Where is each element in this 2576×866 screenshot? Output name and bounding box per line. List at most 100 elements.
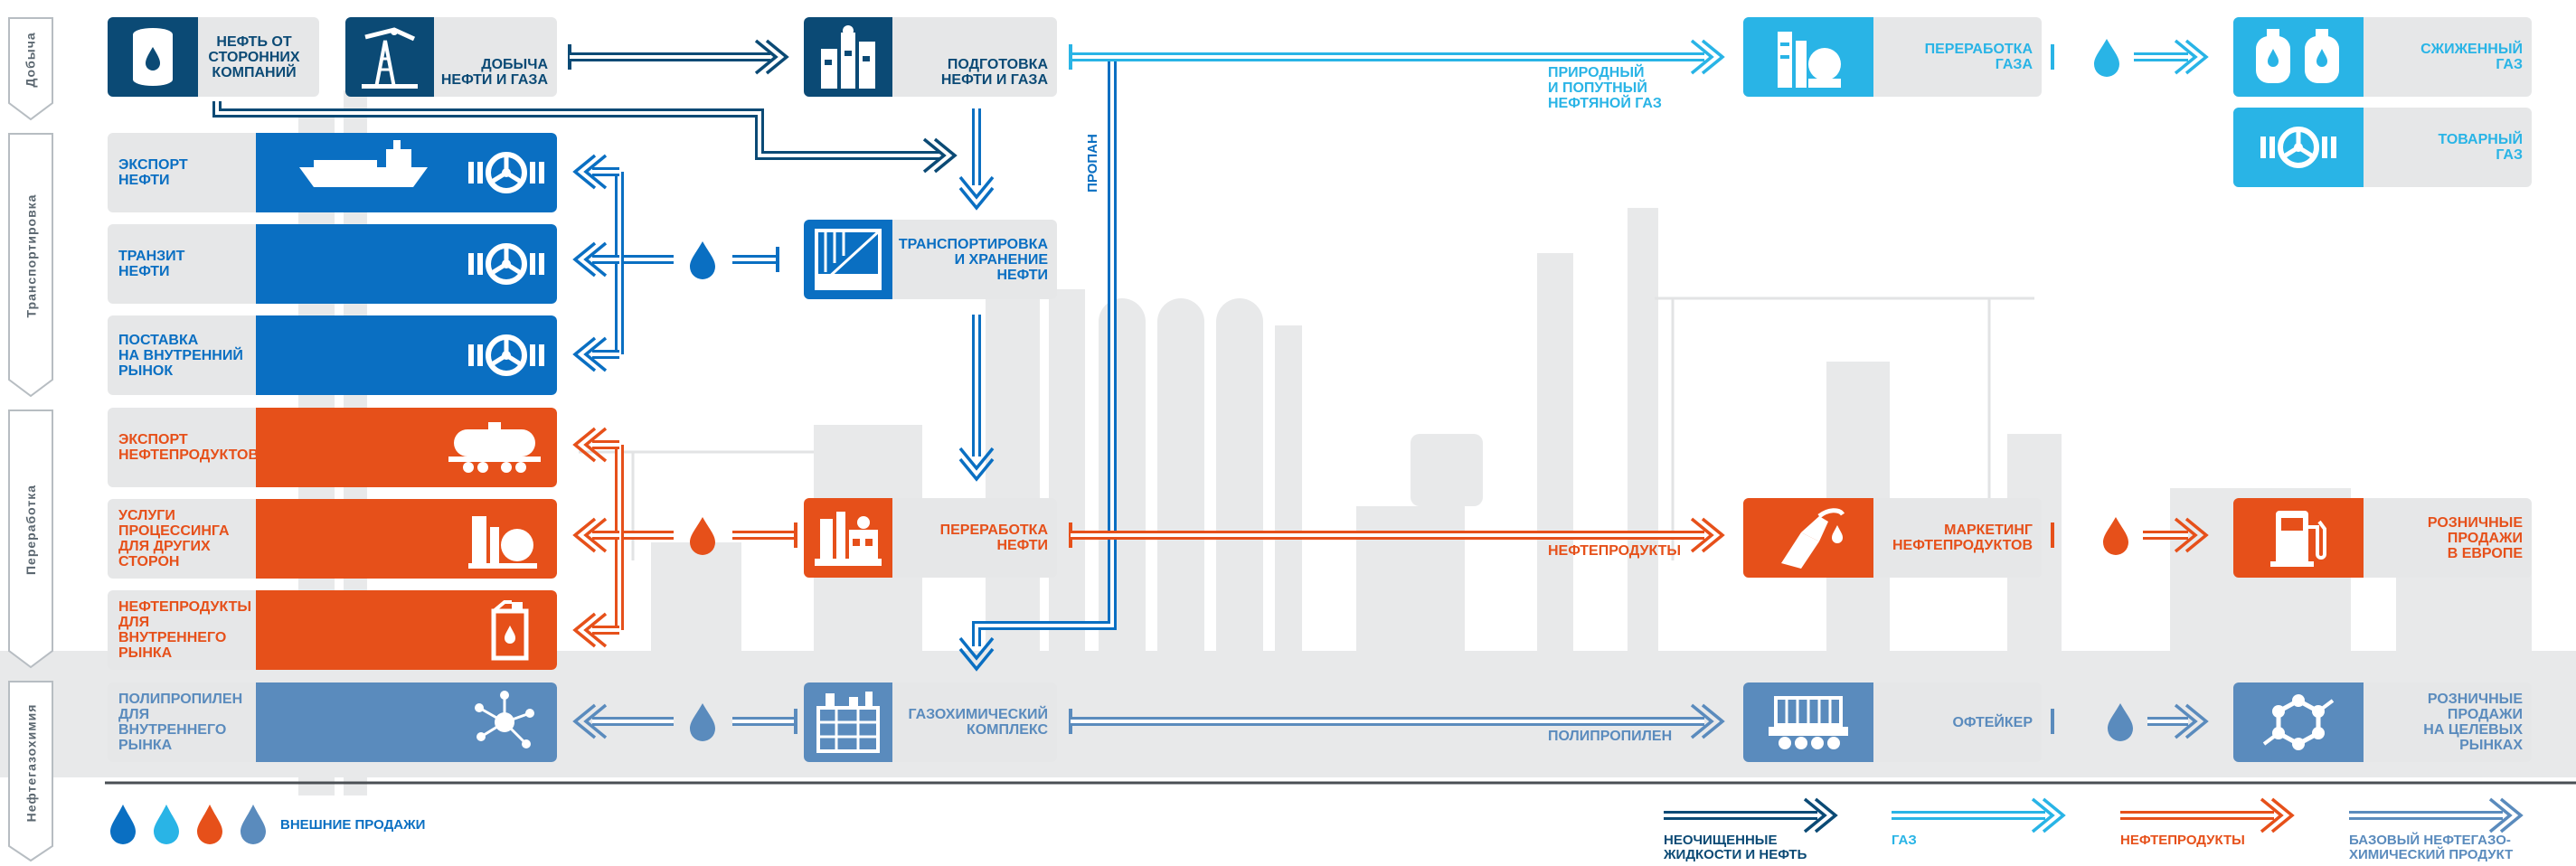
node-commercial-gas: Товарный газ: [2233, 108, 2532, 187]
rail-tank-car-icon: [448, 422, 541, 473]
liquefied-gas-line-1: Сжиженный: [2420, 42, 2523, 57]
sales-polypropylene-domestic: Полипропилендлявнутреннегорынка: [108, 682, 557, 762]
polypropylene-line-2: для: [118, 707, 150, 722]
domestic-products-line-1: Нефтепродукты: [118, 599, 252, 615]
petroleum-products-label: Нефтепродукты: [1548, 543, 1682, 559]
canister-icon: [491, 600, 529, 661]
stage-label-petrochemistry: Нефтегазохимия: [24, 703, 39, 823]
legend-arrow-3: [2488, 797, 2524, 833]
gas-processing-line-1: Переработка: [1924, 42, 2033, 57]
legend-arrow-1: [2031, 797, 2066, 833]
petrochem-droplet: [690, 703, 715, 741]
legend-item-1: Газ: [1892, 833, 1917, 848]
molecule-icon: [2233, 682, 2364, 762]
retail-target-line-2: продажи: [2447, 707, 2523, 722]
oil-export-line-2: нефти: [118, 173, 170, 188]
domestic-products-line-4: рынка: [118, 645, 173, 661]
processing-line-2: процессинга: [118, 523, 230, 539]
petrochem-retail-droplet: [2108, 703, 2133, 741]
domestic-products-line-2: для: [118, 615, 150, 630]
crude-arrow-transit: [572, 241, 608, 278]
sales-domestic-products: Нефтепродуктыдлявнутреннегорынка: [108, 590, 557, 670]
gas-processing-line-2: газа: [1995, 57, 2033, 72]
legend-external-sales: Внешние продажи: [105, 801, 448, 846]
preparation-line-1: Подготовка: [947, 57, 1048, 72]
stage-label-refining: Переработка: [24, 484, 38, 576]
retail-target-line-4: рынках: [2459, 738, 2523, 753]
node-gas-processing: Переработка газа: [1743, 17, 2042, 97]
commercial-gas-line-2: газ: [2496, 147, 2523, 163]
polypropylene-line-3: внутреннего: [118, 722, 227, 738]
stage-transportation: Транспортировка: [7, 132, 58, 400]
stage-production: Добыча: [7, 16, 58, 123]
oil-export-line-1: Экспорт: [118, 157, 188, 173]
valve-icon: [468, 243, 544, 285]
polypropylene-line-1: Полипропилен: [118, 692, 243, 707]
gas-arrow-lng: [2174, 39, 2209, 75]
droplet-icon: [110, 805, 266, 844]
node-retail-europe: Розничные продажи в Европе: [2233, 498, 2532, 578]
sales-products-export: Экспортнефтепродуктов: [108, 408, 557, 487]
processing-line-1: Услуги: [118, 508, 175, 523]
third-party-oil-line-1: Нефть от: [216, 33, 292, 50]
petrochem-arrow-offtaker: [1690, 703, 1725, 739]
node-retail-target-markets: Розничные продажи на целевых рынках: [2233, 682, 2532, 762]
products-export-line-2: нефтепродуктов: [118, 447, 259, 463]
petrochem-arrow-retail: [2174, 703, 2209, 739]
natural-gas-line-1: Природный: [1548, 65, 1645, 80]
polypropylene-flow-label: Полипропилен: [1548, 729, 1673, 744]
flow-label-polypropylene: Полипропилен: [1548, 729, 1672, 744]
crude-flow-third-party-inner: [215, 101, 940, 157]
propane-label: Пропан: [1084, 134, 1100, 193]
crude-arrow-domestic: [572, 336, 608, 372]
propane-arrow-gas-chemical: [958, 636, 995, 672]
legend-item-2-line-0: Нефтепродукты: [2120, 833, 2245, 848]
crude-arrow-export: [572, 154, 608, 190]
refining-line-1: Переработка: [939, 522, 1048, 538]
fuel-pump-icon: [2233, 498, 2364, 578]
oil-derrick-icon: [345, 17, 434, 97]
crude-arrow-storage: [958, 175, 995, 211]
marketing-line-1: Маркетинг: [1944, 522, 2033, 538]
production-line-1: Добыча: [481, 57, 548, 72]
legend-external-sales-label: Внешние продажи: [280, 817, 426, 833]
retail-europe-line-3: в Европе: [2447, 545, 2523, 561]
stage-refining: Переработка: [7, 409, 58, 671]
production-line-2: нефти и газа: [440, 72, 548, 88]
retail-europe-line-1: Розничные: [2427, 514, 2523, 531]
gas-cylinder-icon: [2233, 17, 2364, 97]
sales-oil-export: Экспортнефти: [108, 133, 557, 212]
crude-arrow-third-party: [922, 137, 958, 174]
sales-oil-transit: Транзитнефти: [108, 224, 557, 304]
node-oil-refining: Переработка нефти: [804, 498, 1057, 578]
legend-item-1-line-0: Газ: [1892, 833, 1917, 848]
gas-arrow-processing: [1690, 39, 1725, 75]
node-offtaker: Офтейкер: [1743, 682, 2042, 762]
transport-storage-line-1: Транспортировка: [898, 236, 1048, 252]
legend-item-2: Нефтепродукты: [2120, 833, 2245, 848]
natural-gas-line-3: нефтяной газ: [1548, 96, 1662, 111]
domestic-supply-line-3: рынок: [118, 362, 174, 379]
retail-target-line-3: на целевых: [2423, 722, 2523, 738]
oil-transit-line-2: нефти: [118, 264, 170, 279]
legend-item-0: Неочищенныежидкости и нефть: [1664, 833, 1807, 862]
products-arrow-export: [572, 427, 608, 463]
third-party-oil-line-3: компаний: [212, 64, 297, 80]
retail-europe-line-2: продажи: [2447, 530, 2523, 546]
products-arrow-domestic: [572, 612, 608, 648]
node-oil-gas-preparation: Подготовка нефти и газа: [804, 17, 1057, 97]
products-droplet: [690, 517, 715, 555]
crude-arrow-preparation: [754, 39, 789, 75]
polypropylene-line-4: рынка: [118, 738, 173, 753]
railcar-icon: [1743, 682, 1873, 762]
liquefied-gas-line-2: газ: [2496, 57, 2523, 72]
node-oil-gas-production: Добыча нефти и газа: [345, 17, 557, 97]
gas-chemical-line-2: комплекс: [966, 722, 1048, 738]
domestic-supply-line-2: на внутренний: [118, 347, 243, 363]
tanker-ship-icon: [299, 140, 428, 187]
legend-item-3: Базовый нефтегазо-химический продукт: [2349, 833, 2513, 862]
legend-item-3-line-1: химический продукт: [2349, 847, 2514, 862]
node-petroleum-marketing: Маркетинг нефтепродуктов: [1743, 498, 2042, 578]
processing-line-3: для других: [118, 539, 211, 554]
